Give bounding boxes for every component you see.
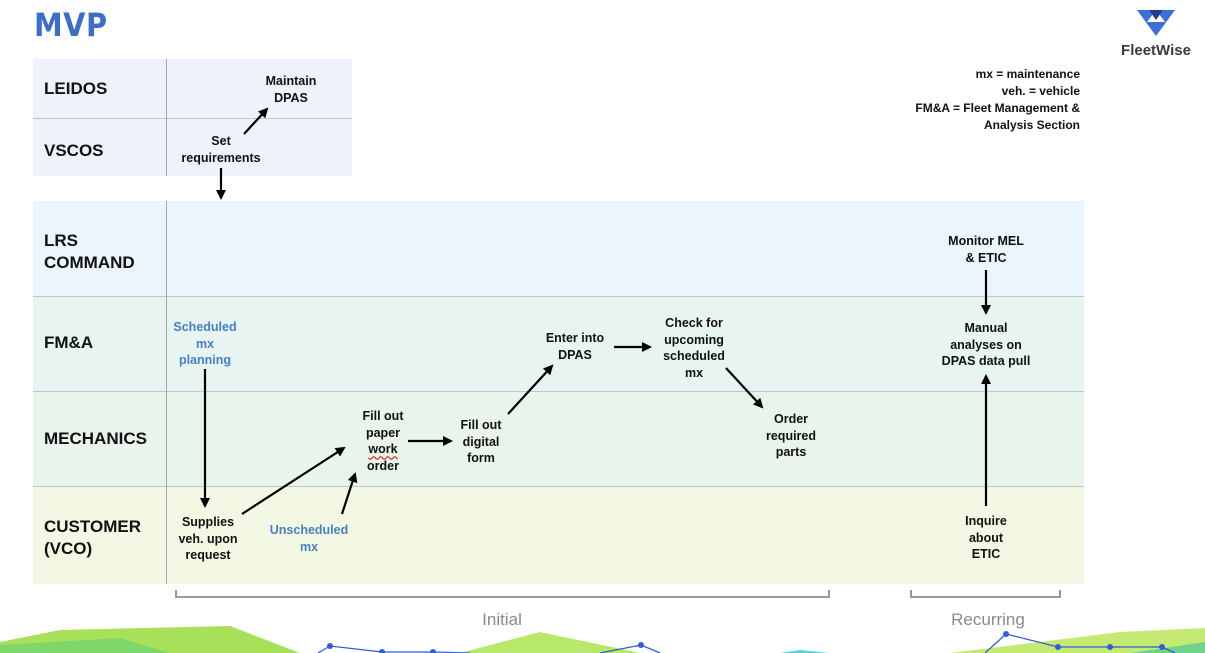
node-enter-into-dpas: Enter into DPAS: [545, 331, 605, 362]
lane-label-vscos: VSCOS: [44, 141, 104, 160]
legend-item: Analysis Section: [983, 118, 1080, 132]
node-fill-out-paper-work-order: Fill out paper work order: [363, 408, 404, 474]
node-text-line: paper: [365, 425, 401, 440]
node-text-line: Fill out: [362, 409, 404, 423]
lane-label-fma: FM&A: [44, 333, 94, 352]
legend-item: veh. = vehicle: [1001, 84, 1080, 98]
legend-item: FM&A = Fleet Management &: [915, 101, 1080, 115]
phase-label-recurring: Recurring: [951, 610, 1025, 629]
phase-label-initial: Initial: [482, 610, 522, 629]
lane-label-customer: CUSTOMER (VCO): [44, 517, 141, 558]
lane-mechanics: [33, 391, 1084, 486]
arrow-check-to-order: [725, 367, 764, 409]
node-scheduled-mx-planning: Scheduled mx planning: [173, 320, 237, 367]
node-manual-analyses: Manual analyses on DPAS data pull: [941, 321, 1031, 368]
node-maintain-dpas: Maintain DPAS: [265, 74, 317, 105]
node-monitor-mel-etic: Monitor MEL & ETIC: [948, 234, 1024, 265]
lane-separator: [33, 118, 352, 119]
node-text-line: order: [367, 458, 399, 473]
lane-fma: [33, 296, 1084, 391]
node-check-upcoming-scheduled-mx: Check for upcoming scheduled mx: [663, 316, 725, 380]
arrow-digital-to-enter: [507, 364, 554, 415]
node-fill-out-digital-form: Fill out digital form: [460, 418, 502, 465]
arrow-unscheduled-to-paper: [340, 472, 358, 515]
node-inquire-about-etic: Inquire about ETIC: [965, 514, 1007, 561]
node-unscheduled-mx: Unscheduled mx: [269, 523, 349, 554]
lane-label-mechanics: MECHANICS: [44, 429, 147, 448]
legend-item: mx = maintenance: [975, 67, 1080, 81]
node-order-required-parts: Order required parts: [765, 412, 817, 459]
lane-lrs-command: [33, 201, 1084, 296]
lane-header-divider: [166, 201, 167, 584]
decorative-footer: [0, 626, 1205, 653]
lane-label-leidos: LEIDOS: [44, 79, 108, 98]
page-title: MVP: [34, 6, 108, 44]
lane-block-top: [33, 59, 352, 176]
arrow-supplies-to-paper: [241, 446, 346, 515]
logo-text: FleetWise: [1121, 42, 1191, 59]
lane-separator: [33, 296, 1084, 297]
fleetwise-logo: FleetWise: [1108, 8, 1204, 59]
lane-label-lrs-command: LRS COMMAND: [44, 231, 135, 272]
bracket-recurring: [910, 590, 1061, 598]
lane-separator: [33, 486, 1084, 487]
node-text-line: work: [368, 442, 398, 456]
node-set-requirements: Set requirements: [181, 134, 261, 165]
legend: mx = maintenance veh. = vehicle FM&A = F…: [840, 66, 1080, 134]
node-supplies-veh: Supplies veh. upon request: [178, 515, 238, 562]
lane-separator: [33, 391, 1084, 392]
lane-header-divider: [166, 59, 167, 176]
bracket-initial: [175, 590, 830, 598]
fleetwise-logo-icon: [1137, 10, 1175, 36]
arrow-set-req-to-maintain: [243, 107, 269, 135]
